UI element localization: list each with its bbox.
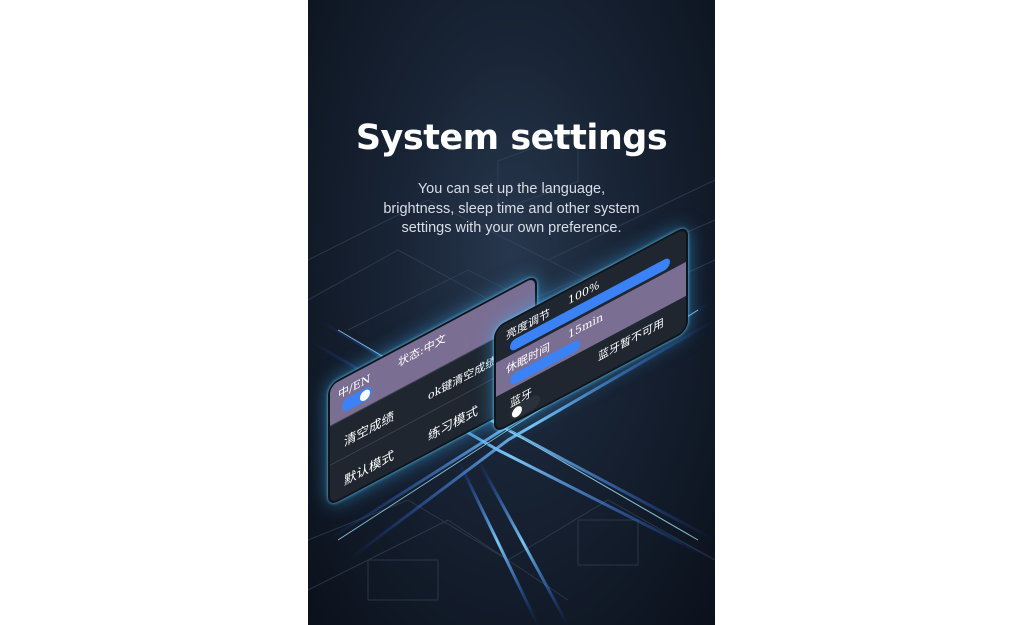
toggle-knob [512,403,522,419]
page-subtitle: You can set up the language, brightness,… [348,180,675,239]
page-title: System settings [355,118,668,158]
toggle-knob [360,387,370,403]
subtitle-line: brightness, sleep time and other system [383,200,640,217]
subtitle-line: You can set up the language, [417,181,606,197]
promo-poster: System settings You can set up the langu… [308,0,715,625]
subtitle-line: settings with your own preference. [401,220,622,236]
